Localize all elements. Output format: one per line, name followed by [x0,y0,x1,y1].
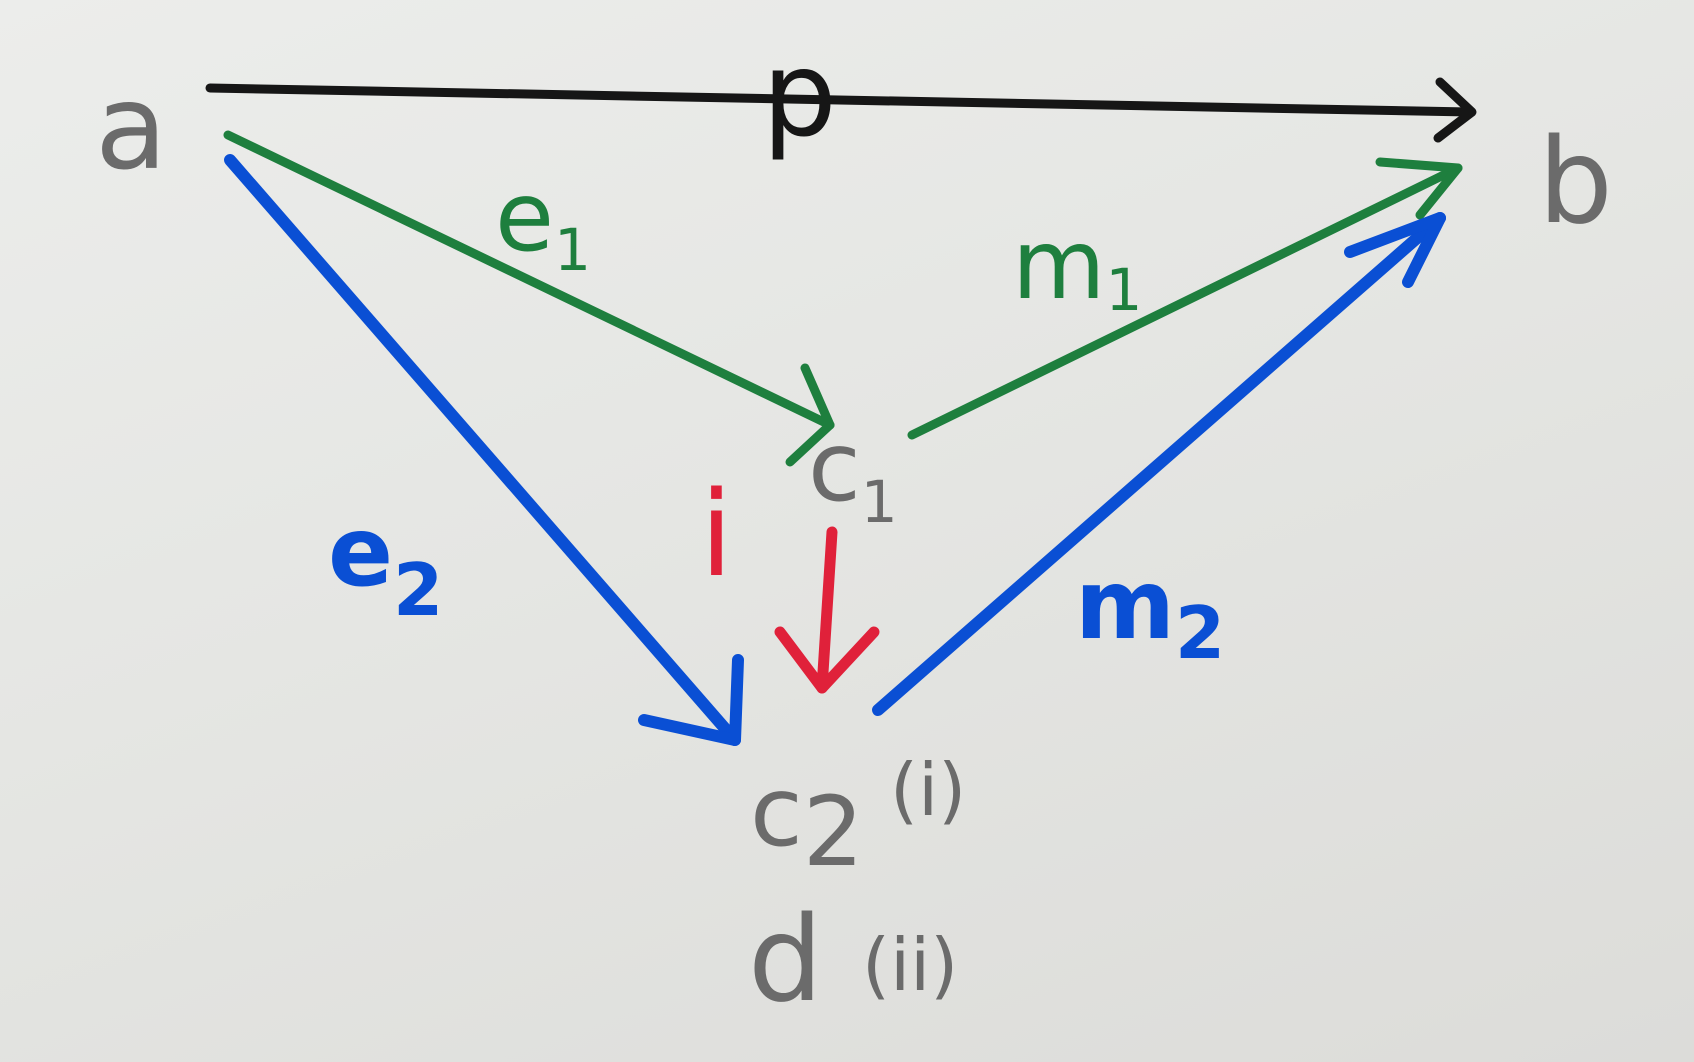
arrow-e2-head [638,654,744,746]
label-e2-subscript: 2 [393,548,443,632]
arrow-m2 [872,212,1446,716]
label-m1-base: m [1012,209,1106,321]
arrow-e1 [223,130,835,467]
node-c2-base: c [750,756,803,868]
node-c2-note: (i) [890,748,966,832]
label-m2: m2 [1075,549,1225,675]
arrow-m2-shaft [872,212,1446,716]
node-d: d [748,890,823,1028]
node-c1-base: c [808,411,861,523]
arrow-p [205,77,1477,143]
arrow-m2-head [1344,212,1446,288]
arrow-e1-head [785,363,835,467]
node-c1-subscript: 1 [861,468,898,536]
label-m1: m1 [1012,209,1142,324]
label-e2-base: e [328,496,393,608]
arrow-e1-shaft [223,130,835,430]
arrow-p-head [1433,77,1477,143]
label-e2: e2 [328,496,443,632]
node-d-note: (ii) [862,923,958,1007]
arrow-i [774,526,880,694]
label-p: p [762,25,837,163]
arrow-p-shaft [205,83,1475,117]
arrow-m1 [907,157,1463,440]
node-c1: c1 [808,411,898,536]
arrow-i-shaft [816,526,838,694]
arrow-e2 [224,154,744,746]
label-e1-base: e [495,161,554,273]
arrow-m1-shaft [907,163,1463,440]
node-b: b [1538,112,1613,250]
arrow-i-head [774,626,880,694]
node-a: a [95,58,167,196]
label-m2-subscript: 2 [1175,591,1225,675]
node-c2: c2 [750,756,864,888]
arrow-m1-head [1375,157,1463,220]
label-e1-subscript: 1 [554,216,591,284]
label-i: i [700,465,733,603]
label-m2-base: m [1075,549,1175,661]
label-m1-subscript: 1 [1106,256,1143,324]
label-e1: e1 [495,161,591,284]
arrow-e2-shaft [224,154,741,746]
node-c2-subscript: 2 [803,776,864,888]
